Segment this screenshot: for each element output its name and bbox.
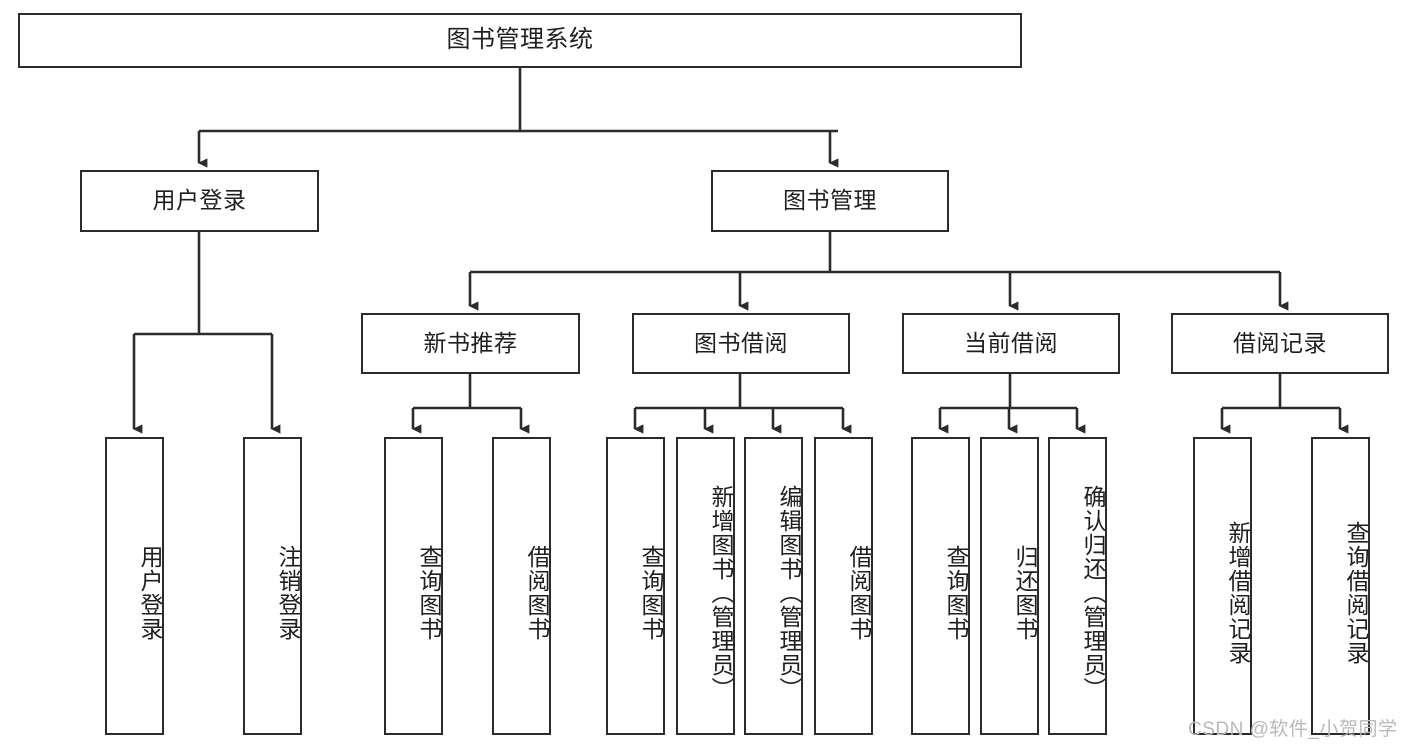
node-book-management[interactable]: 图书管理: [711, 170, 949, 232]
leaf-confirm-return[interactable]: 确认归还（管理员）: [1048, 437, 1107, 735]
leaf-query-record[interactable]: 查询借阅记录: [1311, 437, 1370, 735]
leaf-label: 借阅图书: [846, 545, 872, 641]
leaf-user-logout[interactable]: 注销登录: [243, 437, 302, 735]
leaf-label: 新增图书（管理员）: [708, 485, 734, 701]
leaf-add-record[interactable]: 新增借阅记录: [1193, 437, 1252, 735]
node-root-system[interactable]: 图书管理系统: [18, 13, 1022, 68]
leaf-label: 确认归还（管理员）: [1080, 485, 1106, 701]
leaf-label: 归还图书: [1012, 545, 1038, 641]
leaf-label: 查询图书: [638, 545, 664, 641]
csdn-watermark: CSDN @软件_小贺同学: [1188, 719, 1398, 740]
leaf-add-book[interactable]: 新增图书（管理员）: [676, 437, 735, 735]
leaf-label: 查询图书: [416, 545, 442, 641]
leaf-label: 查询图书: [943, 545, 969, 641]
leaf-query-book-1[interactable]: 查询图书: [384, 437, 443, 735]
leaf-label: 注销登录: [275, 545, 301, 641]
leaf-query-book-2[interactable]: 查询图书: [606, 437, 665, 735]
leaf-label: 编辑图书（管理员）: [776, 485, 802, 701]
leaf-edit-book[interactable]: 编辑图书（管理员）: [744, 437, 803, 735]
node-book-borrow[interactable]: 图书借阅: [632, 313, 850, 374]
leaf-return-book[interactable]: 归还图书: [980, 437, 1039, 735]
leaf-label: 查询借阅记录: [1343, 521, 1369, 665]
leaf-label: 新增借阅记录: [1225, 521, 1251, 665]
leaf-user-login[interactable]: 用户登录: [105, 437, 164, 735]
leaf-label: 借阅图书: [524, 545, 550, 641]
leaf-borrow-book-2[interactable]: 借阅图书: [814, 437, 873, 735]
leaf-label: 用户登录: [137, 545, 163, 641]
leaf-query-book-3[interactable]: 查询图书: [911, 437, 970, 735]
node-borrow-record[interactable]: 借阅记录: [1171, 313, 1389, 374]
node-current-borrow[interactable]: 当前借阅: [902, 313, 1120, 374]
node-user-login[interactable]: 用户登录: [80, 170, 319, 232]
node-new-book-recommend[interactable]: 新书推荐: [361, 313, 580, 374]
leaf-borrow-book-1[interactable]: 借阅图书: [492, 437, 551, 735]
